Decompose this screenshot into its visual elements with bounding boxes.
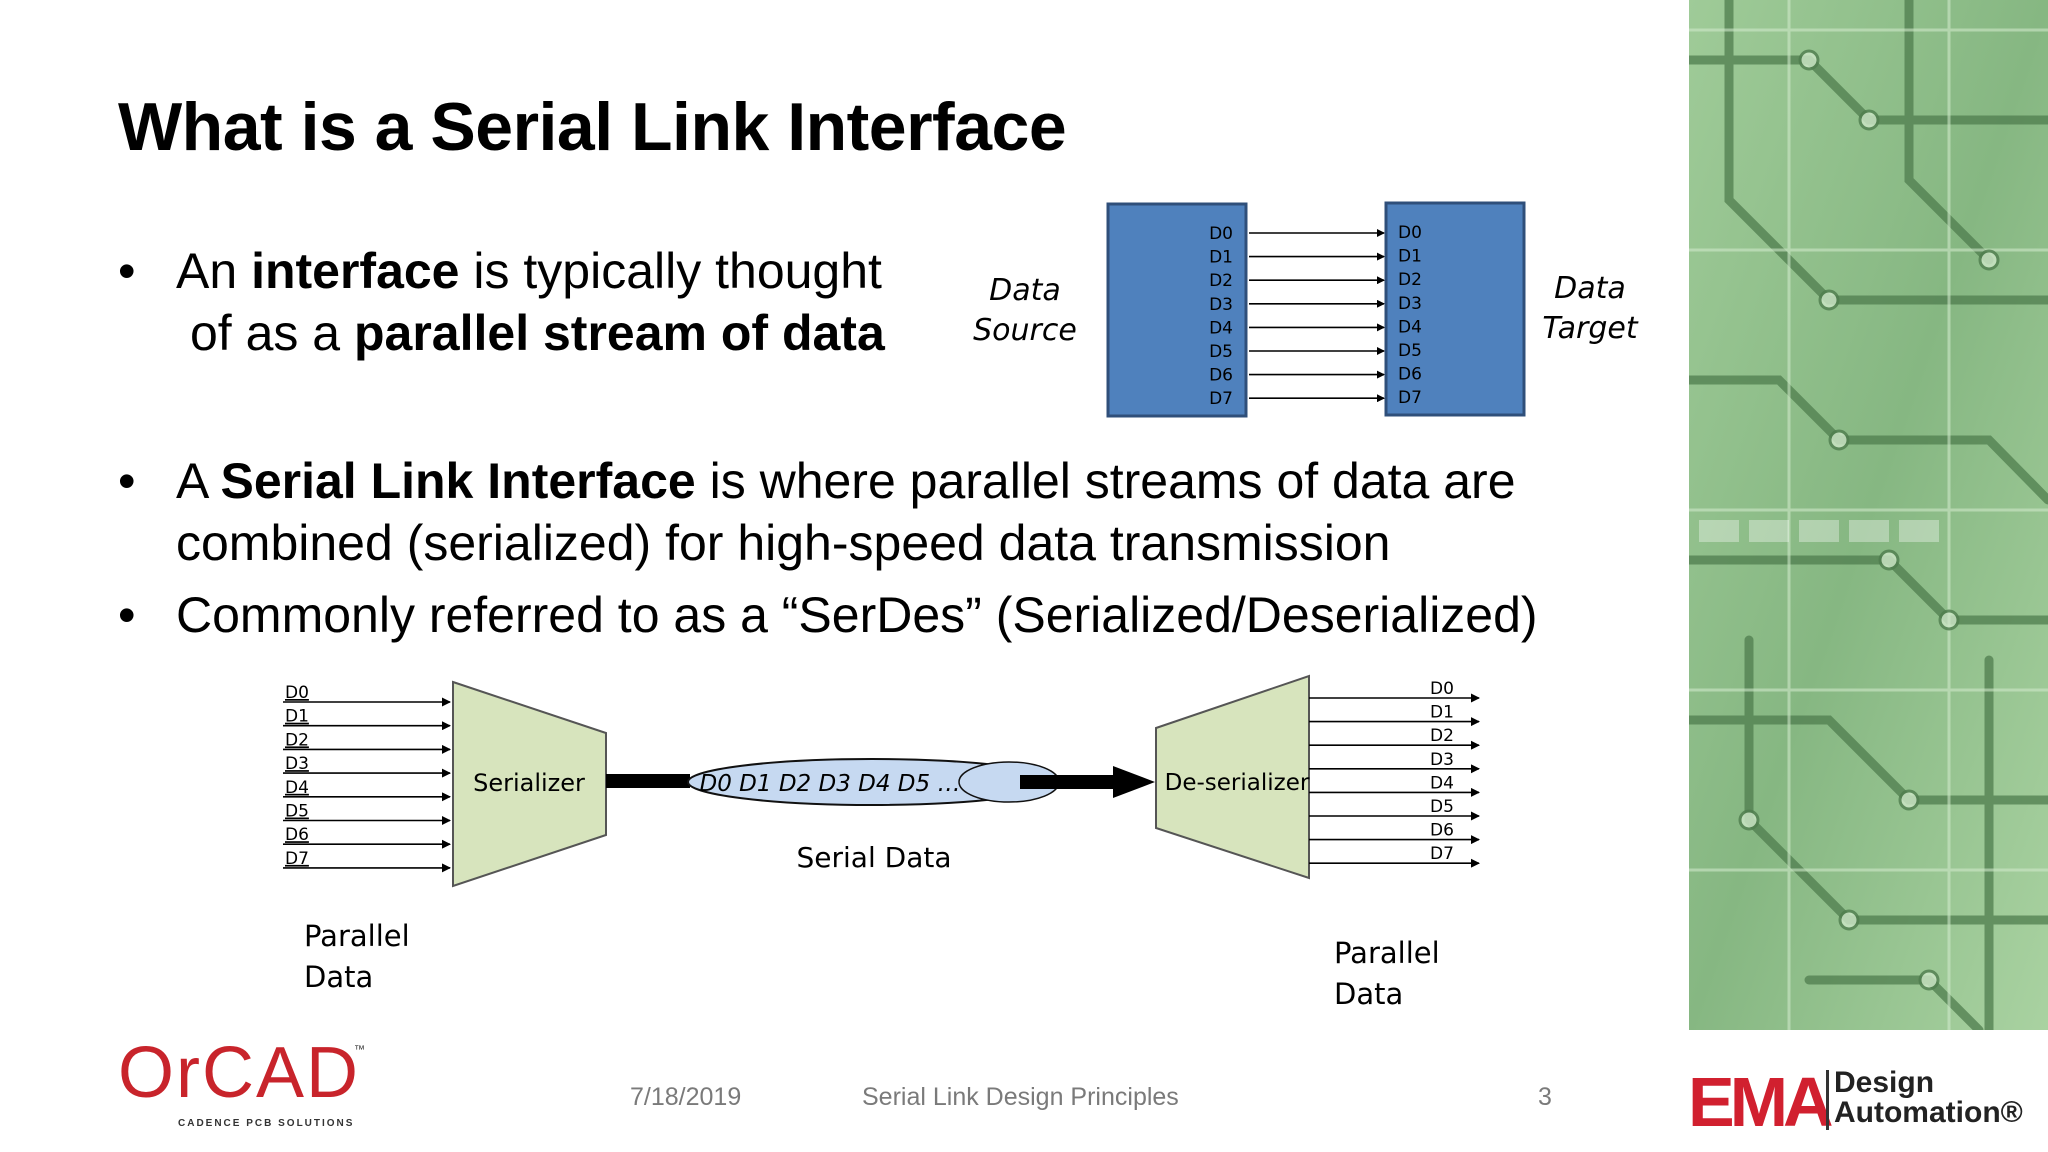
parallel-arrows <box>1249 229 1385 403</box>
deserializer-output-pin: D4 <box>1430 773 1454 793</box>
serializer-block <box>452 680 607 888</box>
source-pin-label: D2 <box>1209 271 1233 291</box>
footer-page-number: 3 <box>1538 1083 1552 1111</box>
source-pin-label: D0 <box>1209 224 1233 244</box>
data-target-box <box>1384 201 1526 417</box>
deserializer-output-pin: D5 <box>1430 797 1454 817</box>
orcad-logo-tm: ™ <box>354 1044 365 1056</box>
bullet-line: of as a parallel stream of data <box>176 302 885 364</box>
right-parallel-label-line2: Data <box>1334 977 1403 1011</box>
target-pin-label: D2 <box>1398 270 1422 290</box>
bullet-text: is where parallel streams of data are <box>695 453 1516 509</box>
bullet-bold-text: Serial Link Interface <box>220 453 696 509</box>
source-label-line1: Data <box>989 273 1061 308</box>
serial-output-bar <box>1020 775 1115 789</box>
serializer-input-pin: D6 <box>285 825 309 845</box>
deserializer-output-pin: D6 <box>1430 821 1454 841</box>
source-pin-label: D6 <box>1209 366 1233 386</box>
bullet-line: combined (serialized) for high-speed dat… <box>176 515 1391 571</box>
source-pin-label: D1 <box>1209 248 1233 268</box>
deserializer-output-pin: D1 <box>1430 703 1454 723</box>
target-pin-label: D6 <box>1398 365 1422 385</box>
bullet-text: of as a <box>190 305 354 361</box>
serializer-input-pin: D2 <box>285 730 309 750</box>
serial-arrow-head <box>1113 766 1155 798</box>
bullet-bold-text: interface <box>251 243 460 299</box>
pcb-background-image <box>1689 0 2048 1030</box>
deserializer-block <box>1155 674 1310 880</box>
target-pin-label: D7 <box>1398 388 1422 408</box>
serializer-label: Serializer <box>473 769 585 797</box>
left-parallel-label-line2: Data <box>304 960 373 994</box>
bullet-serdes: • Commonly referred to as a “SerDes” (Se… <box>118 584 1538 646</box>
bullet-serial-link: • A Serial Link Interface is where paral… <box>118 450 1516 574</box>
target-label-line2: Target <box>1542 311 1638 346</box>
bullet-line: A Serial Link Interface is where paralle… <box>176 450 1516 512</box>
bullet-marker: • <box>118 453 136 509</box>
source-pin-label: D3 <box>1209 295 1233 315</box>
target-pin-label: D4 <box>1398 317 1422 337</box>
bullet-text: A <box>176 453 221 509</box>
orcad-logo: OrCAD ™ CADENCE PCB SOLUTIONS <box>118 1033 368 1132</box>
target-label-line1: Data <box>1554 271 1626 306</box>
orcad-logo-word: OrCAD <box>118 1033 360 1113</box>
serializer-input-pin: D0 <box>285 683 309 703</box>
source-pin-label: D4 <box>1209 318 1233 338</box>
ema-logo-divider <box>1826 1070 1829 1130</box>
bullet-interface: • An interface is typically thought of a… <box>118 240 885 364</box>
target-pin-label: D1 <box>1398 247 1422 267</box>
serializer-input-pin: D5 <box>285 802 309 822</box>
bullet-bold-text: parallel stream of data <box>354 305 885 361</box>
slide-title: What is a Serial Link Interface <box>118 89 1067 165</box>
right-parallel-label-line1: Parallel <box>1334 936 1440 970</box>
serializer-input-pin: D3 <box>285 754 309 774</box>
deserializer-output-pin: D3 <box>1430 750 1454 770</box>
serial-stream-text: D0 D1 D2 D3 D4 D5 … <box>700 771 961 797</box>
bullet-marker: • <box>118 587 136 643</box>
serializer-input-pin: D7 <box>285 849 309 869</box>
deserializer-output-arrows <box>1309 693 1480 868</box>
target-pin-label: D0 <box>1398 223 1422 243</box>
source-pin-label: D5 <box>1209 342 1233 362</box>
bullet-line: Commonly referred to as a “SerDes” (Seri… <box>176 587 1538 643</box>
footer-title: Serial Link Design Principles <box>862 1083 1179 1111</box>
target-pin-label: D3 <box>1398 294 1422 314</box>
bullet-text: is typically thought <box>459 243 882 299</box>
ema-logo-design: Design <box>1834 1066 1935 1099</box>
deserializer-label: De-serializer <box>1165 770 1310 796</box>
deserializer-output-pin: D0 <box>1430 679 1454 699</box>
ema-logo-automation: Automation® <box>1834 1096 2023 1129</box>
left-parallel-label-line1: Parallel <box>304 919 410 953</box>
source-pin-label: D7 <box>1209 389 1233 409</box>
bullet-line: An interface is typically thought <box>176 240 885 302</box>
serializer-input-pin: D1 <box>285 707 309 727</box>
footer-date: 7/18/2019 <box>630 1083 742 1111</box>
serial-link-bar <box>606 774 690 788</box>
serializer-input-pin: D4 <box>285 778 309 798</box>
bullet-text: An <box>176 243 252 299</box>
bullet-marker: • <box>118 243 136 299</box>
ema-logo-word: EMA <box>1688 1063 1834 1141</box>
serializer-input-arrows <box>283 697 451 873</box>
data-source-box <box>1106 202 1248 418</box>
deserializer-output-pin: D2 <box>1430 726 1454 746</box>
serial-data-label: Serial Data <box>797 841 952 874</box>
deserializer-output-pin: D7 <box>1430 844 1454 864</box>
source-label-line2: Source <box>973 313 1077 348</box>
ema-design-automation-logo: EMA Design Automation® <box>1688 1063 2023 1141</box>
orcad-logo-tagline: CADENCE PCB SOLUTIONS <box>178 1118 355 1129</box>
target-pin-label: D5 <box>1398 341 1422 361</box>
